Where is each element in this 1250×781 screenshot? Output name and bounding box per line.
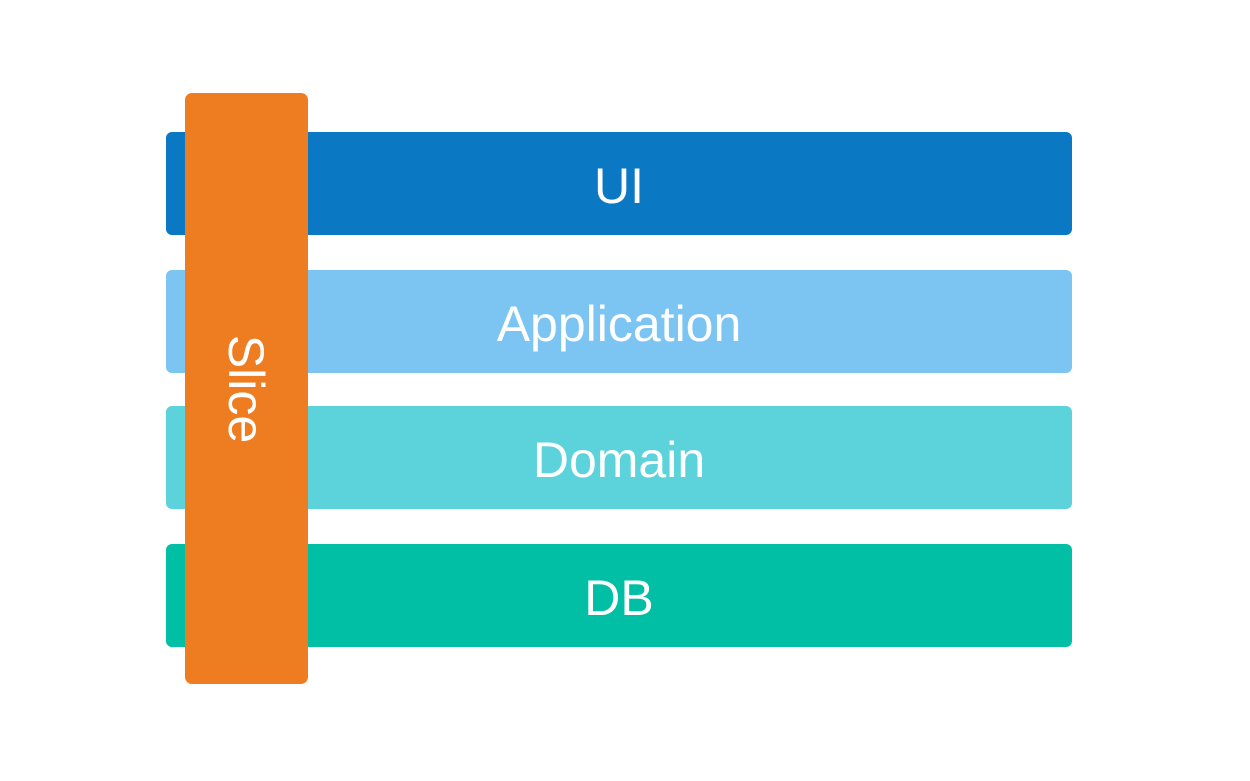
layer-label-domain: Domain	[532, 431, 706, 488]
slice-label: Slice	[218, 334, 275, 443]
slice-bar: Slice	[185, 93, 308, 684]
layer-bar-ui: UI	[166, 132, 1072, 235]
layer-label-application: Application	[496, 295, 742, 352]
layer-bar-db: DB	[166, 544, 1072, 647]
layer-bar-application: Application	[166, 270, 1072, 373]
layer-bar-domain: Domain	[166, 406, 1072, 509]
layer-label-ui: UI	[594, 157, 644, 214]
layer-label-db: DB	[584, 569, 654, 626]
